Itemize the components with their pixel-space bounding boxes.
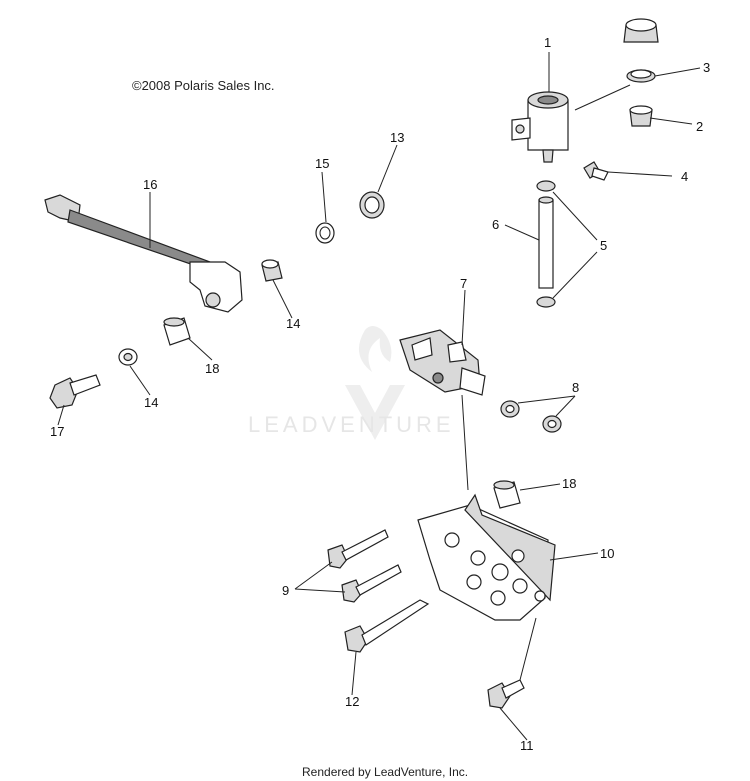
- part-6-hose: [538, 196, 554, 289]
- callout-17: 17: [50, 424, 64, 439]
- callout-12: 12: [345, 694, 359, 709]
- part-3-cap: [623, 18, 659, 43]
- part-9-bolt-lower: [341, 564, 402, 603]
- callout-4: 4: [681, 169, 688, 184]
- part-16-pushrod: [44, 194, 243, 313]
- callout-14-middle: 14: [286, 316, 300, 331]
- part-14-bushing-left: [118, 348, 138, 366]
- callout-8: 8: [572, 380, 579, 395]
- callout-18-left: 18: [205, 361, 219, 376]
- callout-11: 11: [520, 738, 534, 753]
- callout-16: 16: [143, 177, 157, 192]
- callout-9: 9: [282, 583, 289, 598]
- part-1-reservoir: [511, 91, 569, 163]
- copyright-text: ©2008 Polaris Sales Inc.: [132, 78, 275, 93]
- callout-14-left: 14: [144, 395, 158, 410]
- callout-10: 10: [600, 546, 614, 561]
- part-4-screw: [583, 161, 609, 181]
- part-9-bolt-upper: [327, 529, 389, 569]
- part-18-spacer: [163, 317, 191, 346]
- part-12-bolt: [344, 599, 430, 653]
- callout-6: 6: [492, 217, 499, 232]
- callout-3: 3: [703, 60, 710, 75]
- callout-13: 13: [390, 130, 404, 145]
- part-13-grommet: [359, 191, 385, 219]
- watermark-text: LEADVENTURE: [248, 412, 455, 437]
- part-14-bushing-middle: [261, 259, 283, 282]
- part-7-master-cylinder: [399, 329, 486, 396]
- part-8-bushing-2: [542, 415, 562, 433]
- callout-labels: 1 3 2 4 5 6 7 8 18 10 9 12 11 13 15 16 1…: [50, 35, 710, 753]
- part-3-diaphragm: [626, 69, 656, 83]
- callout-7: 7: [460, 276, 467, 291]
- leadventure-watermark: LEADVENTURE: [248, 326, 455, 440]
- callout-1: 1: [544, 35, 551, 50]
- part-5-clamp-top: [536, 180, 556, 192]
- part-18-spacer-right: [493, 480, 521, 509]
- callout-5: 5: [600, 238, 607, 253]
- footer-text: Rendered by LeadVenture, Inc.: [302, 765, 468, 779]
- part-10-bracket: [417, 493, 556, 621]
- part-2-seal: [629, 105, 653, 127]
- part-5-clamp-bottom: [536, 296, 556, 308]
- callout-2: 2: [696, 119, 703, 134]
- part-11-bolt: [487, 679, 525, 709]
- part-8-bushing-1: [500, 400, 520, 418]
- part-15-snap-ring: [315, 222, 335, 244]
- leader-lines: [57, 52, 701, 741]
- part-17-bolt: [49, 374, 101, 409]
- callout-15: 15: [315, 156, 329, 171]
- callout-18-right: 18: [562, 476, 576, 491]
